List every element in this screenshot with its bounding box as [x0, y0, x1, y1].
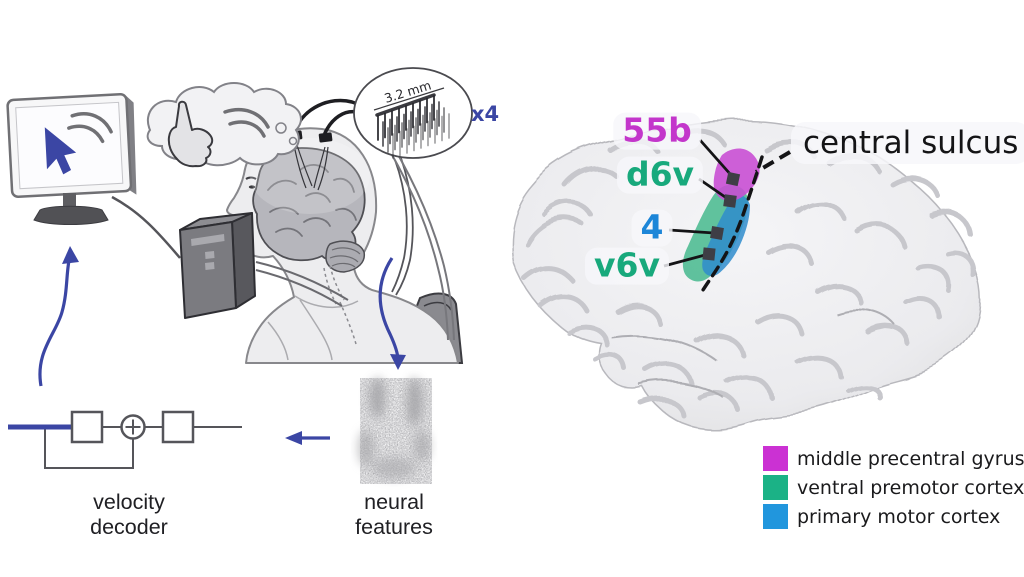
- area-label-55b: 55b: [613, 112, 701, 150]
- cursor-motion-arcs: [67, 112, 113, 144]
- sulci-creases: [611, 309, 897, 399]
- implanted-brain: [250, 138, 370, 345]
- legend-swatch-green: [763, 475, 788, 500]
- utah-array-icon: [375, 93, 450, 159]
- clothing-folds: [267, 295, 359, 361]
- monitor: [6, 93, 137, 199]
- monitor-stand: [33, 193, 109, 225]
- decoder-label-line2: decoder: [90, 515, 168, 539]
- eye: [248, 185, 256, 189]
- area-label-4: 4: [631, 209, 673, 247]
- computer-tower: [179, 212, 256, 319]
- velocity-decoder-diagram: [8, 410, 242, 469]
- legend-swatch-magenta: [763, 446, 788, 471]
- eyebrow: [245, 176, 257, 180]
- legend-swatch-blue: [763, 504, 788, 529]
- array-count-label: x4: [471, 102, 499, 126]
- pointing-hand-icon: [167, 100, 214, 168]
- legend-row-primary-motor: primary motor cortex: [763, 504, 1024, 529]
- decoder-block-2: [161, 410, 195, 444]
- bci-setup-panel: 3.2 mm x4 velocity decoder: [6, 67, 499, 539]
- legend-row-middle-precentral: middle precentral gyrus: [763, 446, 1024, 471]
- arrow-decoder-to-monitor: [38, 255, 72, 387]
- central-sulcus-line: [701, 155, 764, 292]
- signal-arrows: [38, 246, 406, 445]
- brain-render-panel: [510, 119, 982, 428]
- decoder-label-line1: velocity: [93, 490, 165, 514]
- thought-bubble: [146, 82, 302, 168]
- decoder-block-1: [70, 410, 104, 444]
- area-label-d6v: d6v: [616, 156, 704, 194]
- cursor-icon: [44, 127, 77, 175]
- features-label-line1: neural: [364, 490, 424, 514]
- legend-row-ventral-premotor: ventral premotor cortex: [763, 475, 1024, 500]
- brainstem-dashes: [323, 265, 357, 345]
- electrode-array-inset: 3.2 mm x4: [353, 67, 499, 159]
- central-sulcus-label: central sulcus: [791, 122, 1024, 164]
- gyri-lines: [267, 164, 357, 237]
- neural-features-image: [358, 378, 432, 484]
- arrow-brain-to-features: [378, 257, 400, 361]
- imagined-motion-arcs: [223, 107, 270, 138]
- electrode-array-markers: [702, 171, 741, 261]
- label-leader-lines: [663, 139, 792, 268]
- legend-label: primary motor cortex: [797, 505, 1001, 528]
- features-label-line2: features: [355, 515, 433, 539]
- tower-cables: [255, 261, 349, 307]
- region-legend: middle precentral gyrus ventral premotor…: [763, 446, 1024, 529]
- monitor-cable: [111, 195, 181, 259]
- legend-label: middle precentral gyrus: [797, 447, 1024, 470]
- legend-label: ventral premotor cortex: [797, 476, 1024, 499]
- area-label-v6v: v6v: [585, 247, 669, 285]
